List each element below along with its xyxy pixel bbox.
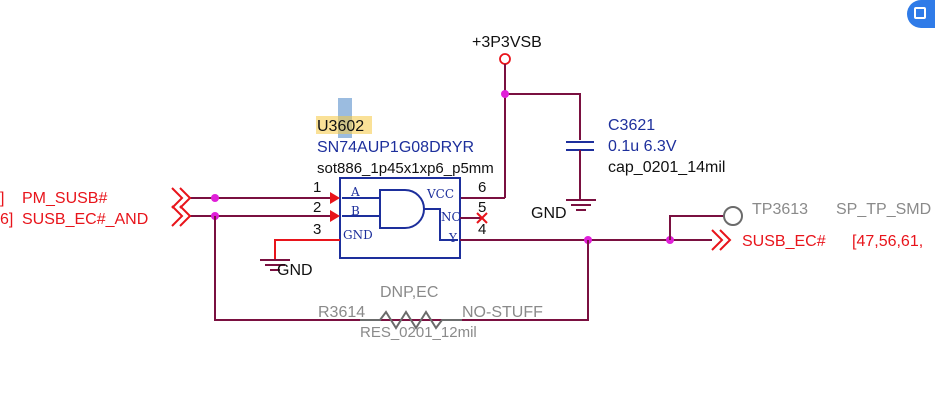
pin-name-a: A [350,185,360,199]
ground-symbol-icon [260,259,290,271]
power-port-icon [499,53,511,65]
junction-dot [501,90,509,98]
net-label-susb-ec-and[interactable]: SUSB_EC#_AND [22,211,148,228]
offpage-connector-icon [711,229,732,251]
net-label-susb-ec[interactable]: SUSB_EC# [742,233,826,250]
pin-number-6: 6 [478,179,486,196]
and-gate-icon [379,189,425,229]
cap-value: 0.1u 6.3V [608,138,677,155]
pin-name-nc: NC [441,210,461,224]
pin-number-3: 3 [313,221,321,238]
pin-name-y: Y [448,231,458,245]
pin-1-arrow-icon [330,192,340,204]
vcc-cap-wire [505,93,581,140]
resistor-note: NO-STUFF [462,304,543,321]
floating-action-button[interactable] [907,0,935,28]
cap-package: cap_0201_14mil [608,159,725,176]
pin-2-arrow-icon [330,210,340,222]
resistor-icon[interactable] [360,310,462,330]
offpage-connector-icon [171,187,192,227]
refdes-highlight [316,116,372,134]
no-connect-icon [476,212,488,224]
net-refs: [47,56,61, [852,233,923,250]
pin-number-2: 2 [313,199,321,216]
power-net-label: +3P3VSB [472,34,542,51]
pin-name-vcc: VCC [426,187,454,201]
left-bracket-1: ] [0,190,4,207]
cap-gnd-label: GND [531,205,567,222]
pin-number-4: 4 [478,221,486,238]
testpoint-wire [669,215,724,240]
testpoint-footprint: SP_TP_SMD [836,201,931,218]
gate-out [424,208,458,241]
pin-name-b: B [351,204,360,218]
pin-name-gnd: GND [343,228,373,242]
gnd-pin-wire [274,239,340,260]
resistor-variant: DNP,EC [380,284,438,301]
pin-number-1: 1 [313,179,321,196]
testpoint-icon[interactable] [723,206,743,226]
ic-part-number: SN74AUP1G08DRYR [317,139,474,156]
resistor-refdes: R3614 [318,304,365,321]
junction-dot [211,194,219,202]
cap-refdes: C3621 [608,117,655,134]
ic-refdes[interactable]: U3602 [317,118,364,135]
resistor-package: RES_0201_12mil [360,324,477,341]
pin-number-5: 5 [478,199,486,216]
ic-package: sot886_1p45x1xp6_p5mm [317,160,494,177]
net-label-pm-susb[interactable]: PM_SUSB# [22,190,107,207]
ic-gnd-label: GND [277,262,313,279]
ground-symbol-icon [566,199,596,211]
window-icon [914,7,926,19]
left-bracket-2: 6] [0,211,13,228]
testpoint-refdes: TP3613 [752,201,808,218]
